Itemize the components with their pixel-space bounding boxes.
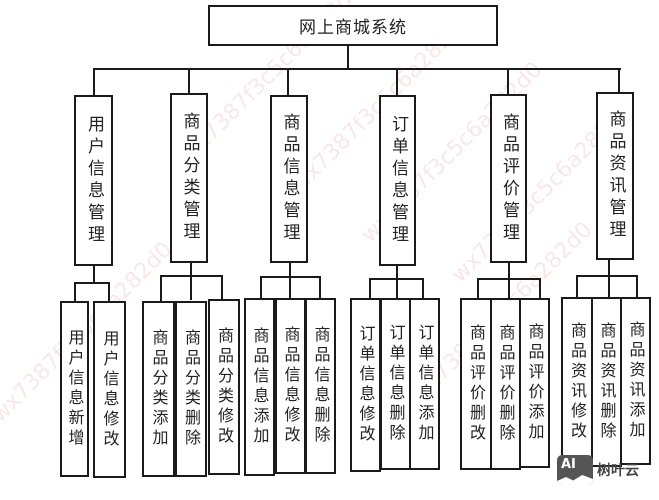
module-label: 商品信息管理 [279,113,300,245]
connector [190,262,192,300]
connector [93,68,95,96]
function-user-add: 用户信息新增 [60,301,89,477]
module-product-news: 商品资讯管理 [596,92,634,260]
function-label: 订单信息修改 [356,325,376,445]
connector [576,275,638,277]
connector [507,68,509,95]
function-label: 用户信息修改 [100,329,120,450]
function-label: 商品资讯删除 [597,322,617,442]
connector [477,278,479,298]
connector [396,265,398,298]
connector [188,68,190,94]
module-label: 商品分类管理 [179,112,200,244]
connector [319,276,321,298]
connector [221,275,223,299]
module-product-review: 商品评价管理 [490,94,527,263]
module-label: 商品评价管理 [499,112,519,245]
function-news-delete: 商品资讯删除 [591,297,622,467]
connector [108,282,110,302]
connector [160,275,223,277]
brand-logo: AI 树叶云 [557,455,639,485]
function-label: 商品分类删除 [182,329,201,449]
function-label: 订单信息添加 [415,324,435,444]
connector [539,278,541,298]
function-category-edit: 商品分类修改 [208,299,240,475]
function-label: 商品资讯修改 [568,322,587,442]
function-order-edit: 订单信息修改 [350,298,381,472]
connector [347,45,349,70]
connector [93,265,95,283]
function-order-delete: 订单信息删除 [380,298,411,470]
root-node: 网上商城系统 [208,5,498,46]
function-label: 商品分类添加 [149,329,169,449]
module-label: 用户信息管理 [84,114,104,247]
function-news-edit: 商品资讯修改 [561,297,593,467]
module-label: 订单信息管理 [388,114,408,247]
function-category-add: 商品分类添加 [142,301,175,477]
connector [636,275,638,297]
connector [477,278,541,280]
logo-text: 树叶云 [597,463,639,479]
function-label: 商品信息删除 [311,326,331,446]
connector [287,68,289,96]
function-label: 商品分类修改 [215,327,234,447]
function-label: 商品信息添加 [250,327,270,447]
function-order-add: 订单信息添加 [409,298,440,470]
connector [160,275,162,301]
function-label: 商品资讯添加 [626,321,646,441]
module-product-info: 商品信息管理 [270,95,308,263]
connector [608,259,610,297]
function-user-edit: 用户信息修改 [93,301,126,478]
function-review-delete: 商品评价删除 [490,298,521,470]
module-product-category: 商品分类管理 [170,93,208,263]
function-review-modify: 商品评价删改 [460,298,492,470]
ai-image-icon: AI [557,455,593,485]
module-user-info: 用户信息管理 [74,95,113,266]
logo-icon-text: AI [561,457,576,472]
connector [618,68,620,93]
function-product-delete: 商品信息删除 [305,298,336,474]
function-label: 商品评价添加 [525,323,545,443]
function-label: 商品信息修改 [281,326,301,446]
connector [422,278,424,298]
connector [369,278,371,298]
function-product-add: 商品信息添加 [244,298,275,476]
module-label: 商品资讯管理 [605,110,626,242]
function-label: 商品评价删除 [496,324,516,444]
function-label: 商品评价删改 [467,324,486,444]
connector [576,275,578,297]
connector [94,68,621,70]
connector [369,278,424,280]
root-title: 网上商城系统 [299,18,407,38]
function-label: 用户信息新增 [65,329,85,449]
connector [74,282,76,302]
connector [260,276,321,278]
function-category-delete: 商品分类删除 [175,301,207,477]
connector [260,276,262,298]
connector [508,262,510,298]
connector [74,282,110,284]
function-product-edit: 商品信息修改 [275,298,306,474]
connector [396,68,398,96]
function-label: 订单信息删除 [386,324,406,444]
module-order-info: 订单信息管理 [379,95,416,266]
connector [289,262,291,298]
function-news-add: 商品资讯添加 [620,297,651,465]
function-review-add: 商品评价添加 [519,298,550,468]
